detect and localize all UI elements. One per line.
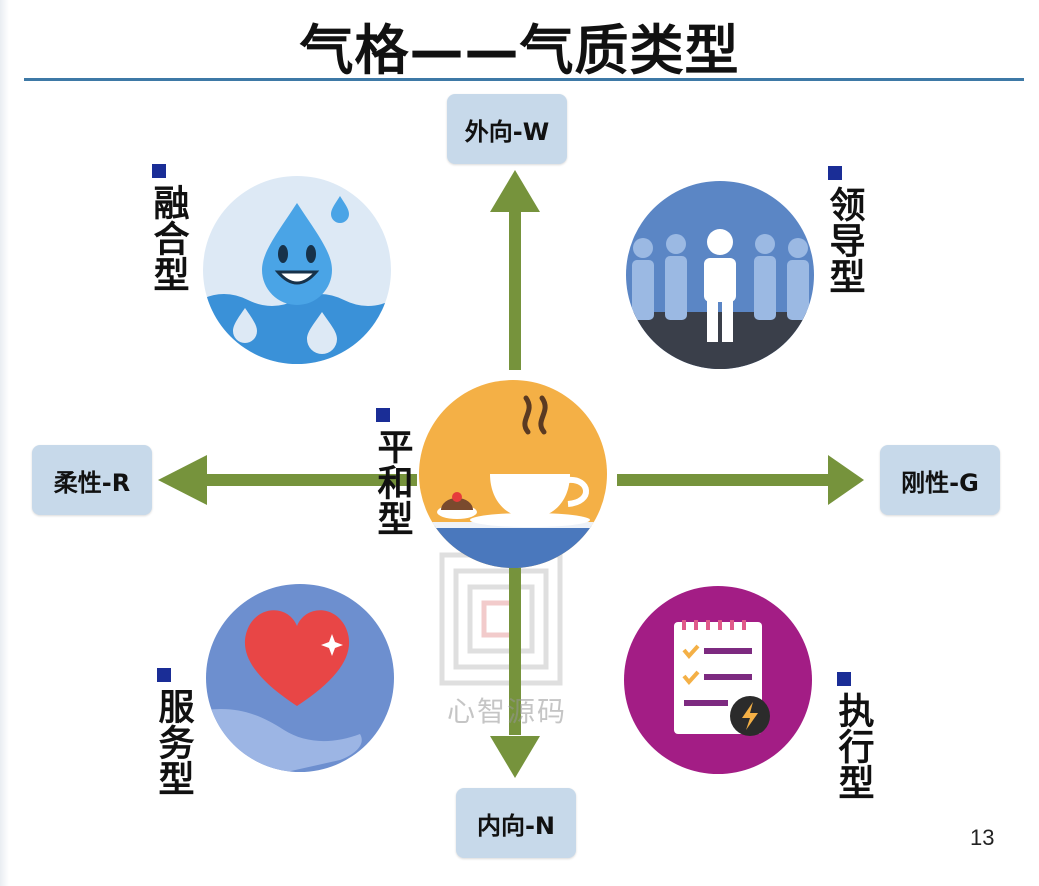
title-underline <box>24 78 1024 81</box>
axis-arrows <box>158 170 864 778</box>
axis-label-introvert: 内向-N <box>456 788 576 858</box>
watermark-logo <box>439 552 563 686</box>
axis-label-firm: 刚性-G <box>880 445 1000 515</box>
left-edge-strip <box>0 0 9 886</box>
type-label-calm: 平和型 <box>370 408 414 536</box>
arrow-left-head <box>158 455 207 505</box>
arrow-right-shaft <box>617 474 830 486</box>
page-title: 气格——气质类型 <box>299 19 740 82</box>
arrow-down-shaft <box>509 555 521 735</box>
page-number: 13 <box>970 825 995 850</box>
arrow-up-shaft <box>509 210 521 370</box>
arrow-left-shaft <box>205 474 417 486</box>
arrow-right-head <box>828 455 864 505</box>
water-drop-icon <box>203 176 391 364</box>
leader-crowd-icon <box>626 181 814 369</box>
type-label-execute: 执行型 <box>831 672 875 800</box>
type-label-leader: 领导型 <box>822 166 866 294</box>
bullet-square <box>157 668 171 682</box>
heart-in-hand-icon <box>206 584 394 772</box>
arrow-up-head <box>490 170 540 212</box>
axis-label-soft: 柔性-R <box>32 445 152 515</box>
type-label-service: 服务型 <box>151 668 195 796</box>
type-label-merge: 融合型 <box>146 164 190 292</box>
bullet-square <box>376 408 390 422</box>
bullet-square <box>828 166 842 180</box>
arrow-down-head <box>490 736 540 778</box>
bullet-square <box>837 672 851 686</box>
checklist-lightning-icon <box>624 586 812 774</box>
watermark-text: 心智源码 <box>446 695 567 728</box>
bullet-square <box>152 164 166 178</box>
axis-label-extrovert: 外向-W <box>447 94 567 164</box>
